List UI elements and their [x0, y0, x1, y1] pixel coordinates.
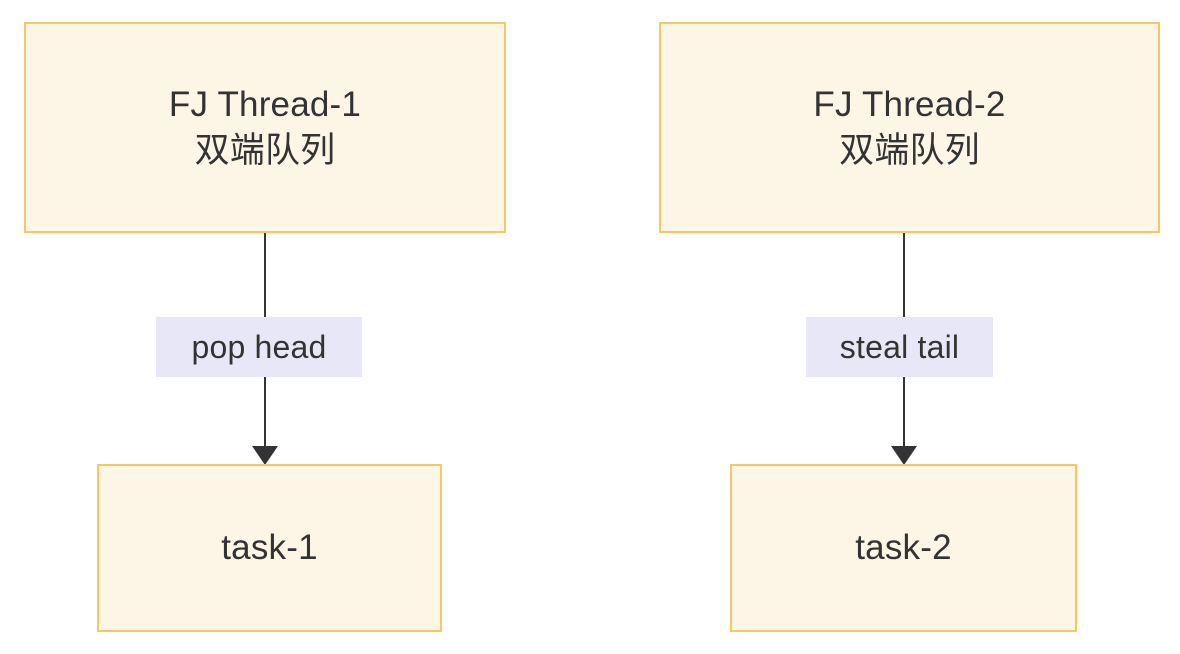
node-task-1[interactable]: task-1 [97, 464, 442, 632]
node-fj-thread-1-deque[interactable]: FJ Thread-1 双端队列 [24, 22, 506, 233]
arrowhead-down-icon-steal-tail [891, 446, 917, 465]
edge-label-steal-tail: steal tail [806, 317, 993, 377]
node-label-fj-thread-1-deque: FJ Thread-1 双端队列 [168, 85, 362, 170]
node-label-fj-thread-2-deque: FJ Thread-2 双端队列 [813, 85, 1006, 170]
node-fj-thread-2-deque[interactable]: FJ Thread-2 双端队列 [659, 22, 1160, 233]
arrowhead-down-icon-pop-head [252, 446, 278, 465]
node-task-2[interactable]: task-2 [730, 464, 1077, 632]
edge-label-pop-head: pop head [156, 317, 362, 377]
node-label-task-1: task-1 [221, 528, 318, 568]
node-label-task-2: task-2 [855, 528, 952, 568]
